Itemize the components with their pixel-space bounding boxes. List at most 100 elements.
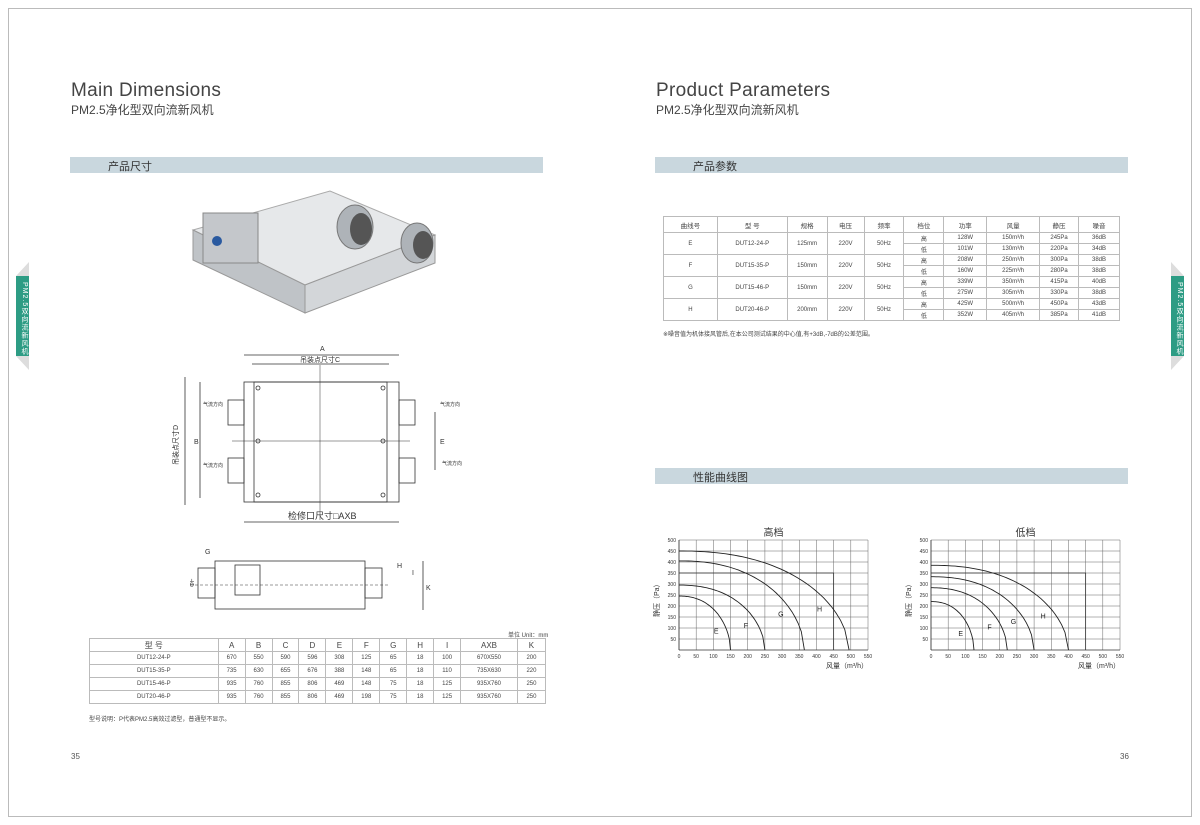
dim-k-label: K <box>426 585 431 592</box>
y-tick-label: 350 <box>920 571 929 577</box>
table-cell: 198 <box>352 690 381 704</box>
column-header: 电压 <box>826 216 865 233</box>
table-cell: 220V <box>826 254 865 277</box>
table-cell: 220V <box>826 298 865 321</box>
y-tick-label: 200 <box>920 604 929 610</box>
chart-title: 低档 <box>1016 526 1036 539</box>
y-tick-label: 100 <box>668 626 677 632</box>
side-tab-left: PM2.5双向流新风机 <box>16 276 29 356</box>
table-cell: 36dB <box>1078 232 1120 244</box>
table-cell: 低 <box>903 287 945 299</box>
y-tick-label: 500 <box>668 538 677 544</box>
curve-G <box>931 576 1035 651</box>
y-tick-label: 300 <box>668 582 677 588</box>
curve-F <box>679 584 766 651</box>
unit-label: 单位 Unit：mm <box>508 633 549 639</box>
table-cell: DUT20-46-P <box>716 298 788 321</box>
table-cell: 220V <box>826 232 865 255</box>
table-cell: 670X550 <box>460 651 518 665</box>
table-cell: 38dB <box>1078 265 1120 277</box>
table-cell: 760 <box>244 677 273 691</box>
column-header: I <box>433 638 462 652</box>
table-cell: 100 <box>433 651 462 665</box>
x-tick-label: 300 <box>1030 654 1039 660</box>
table-cell: 38dB <box>1078 287 1120 299</box>
x-tick-label: 350 <box>795 654 804 660</box>
table-cell: 655 <box>271 664 300 678</box>
table-cell: DUT15-35-P <box>716 254 788 277</box>
curve-G <box>679 560 805 651</box>
table-cell: 125 <box>352 651 381 665</box>
dim-d-label: 吊装点尺寸D <box>171 425 180 465</box>
column-header: C <box>271 638 300 652</box>
y-tick-label: 250 <box>920 593 929 599</box>
table-cell: 高 <box>903 276 945 288</box>
side-tab-top-deco <box>16 262 29 276</box>
right-title: Product Parameters <box>656 80 831 101</box>
table-cell: 高 <box>903 232 945 244</box>
dim-h-label: H <box>397 563 402 570</box>
table-cell: 280Pa <box>1039 265 1079 277</box>
table-cell: 148 <box>352 677 381 691</box>
table-cell: 405m³/h <box>986 309 1041 321</box>
curve-H <box>931 564 1069 651</box>
x-tick-label: 250 <box>761 654 770 660</box>
table-cell: 220 <box>516 664 547 678</box>
y-tick-label: 400 <box>920 560 929 566</box>
table-cell: DUT15-35-P <box>89 664 219 678</box>
y-tick-label: 250 <box>668 593 677 599</box>
table-cell: 50Hz <box>863 276 905 299</box>
side-tab-top-deco <box>1171 262 1184 276</box>
table-cell: DUT12-24-P <box>716 232 788 255</box>
x-tick-label: 200 <box>996 654 1005 660</box>
side-tab-right: PM2.5双向流新风机 <box>1171 276 1184 356</box>
table-cell: 50Hz <box>863 298 905 321</box>
section-title: 性能曲线图 <box>693 472 748 484</box>
top-view-drawing: A 吊装点尺寸C 吊装点尺寸D B E 气流方向 气流方向 气流方向 气流方向 … <box>171 346 462 523</box>
curve-label: F <box>744 623 748 630</box>
table-cell: 596 <box>298 651 327 665</box>
curve-label: G <box>778 611 783 618</box>
table-cell: 高 <box>903 254 945 266</box>
section-bar-curves: 性能曲线图 <box>655 468 1128 484</box>
curve-label: E <box>714 629 719 636</box>
column-header: 功率 <box>943 216 988 233</box>
page-frame <box>8 8 1192 817</box>
column-header: H <box>406 638 435 652</box>
right-subtitle: PM2.5净化型双向流新风机 <box>656 103 799 117</box>
table-cell: G <box>663 276 718 299</box>
table-cell: 250m³/h <box>986 254 1041 266</box>
y-tick-label: 400 <box>668 560 677 566</box>
dim-e-label: E <box>440 439 445 446</box>
curve-label: E <box>958 631 963 638</box>
table-cell: 500m³/h <box>986 298 1041 310</box>
table-cell: 150m³/h <box>986 232 1041 244</box>
table-cell: DUT15-46-P <box>716 276 788 299</box>
table-cell: 352W <box>943 309 988 321</box>
curve-label: H <box>817 606 822 613</box>
side-tab-bottom-deco <box>16 356 29 370</box>
column-header: 频率 <box>863 216 905 233</box>
product-photo <box>191 190 437 314</box>
table-cell: 220Pa <box>1039 243 1079 255</box>
table-cell: 308 <box>325 651 354 665</box>
table-cell: 676 <box>298 664 327 678</box>
column-header: 风量 <box>986 216 1041 233</box>
table-cell: 425W <box>943 298 988 310</box>
column-header: AXB <box>460 638 518 652</box>
table-cell: 590 <box>271 651 300 665</box>
y-tick-label: 500 <box>920 538 929 544</box>
curve-label: H <box>1041 613 1046 620</box>
table-cell: 低 <box>903 265 945 277</box>
table-cell: 50Hz <box>863 254 905 277</box>
table-cell: 200mm <box>786 298 828 321</box>
curve-F <box>931 587 1008 651</box>
x-axis-label: 风量（m³/h） <box>1078 662 1120 670</box>
